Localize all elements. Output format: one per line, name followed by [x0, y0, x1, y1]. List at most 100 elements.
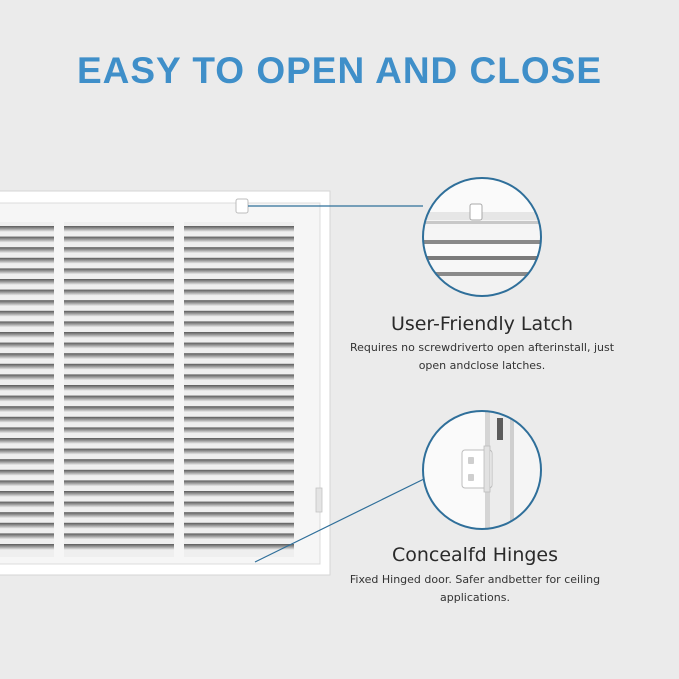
louver-slat	[0, 459, 54, 466]
louver-slat	[0, 512, 54, 519]
frame-hinge	[315, 487, 323, 513]
louver-slat	[64, 268, 174, 275]
louver-slat	[184, 268, 294, 275]
louver-slat	[184, 438, 294, 444]
louver-slat	[0, 257, 54, 264]
latch-feature-description: Requires no screwdriverto open afterinst…	[337, 339, 627, 375]
louver-slat	[0, 363, 54, 370]
louver-slat	[0, 310, 54, 317]
louver-slat	[184, 416, 294, 423]
louver-slat	[0, 438, 54, 444]
louver-slat	[64, 480, 174, 487]
louver-slat	[0, 544, 54, 550]
louver-slat	[64, 438, 174, 444]
louver-slat	[64, 512, 174, 519]
louver-slat	[184, 522, 294, 529]
louver-slat	[184, 342, 294, 349]
hinge-feature-description: Fixed Hinged door. Safer andbetter for c…	[330, 571, 620, 607]
louver-slat	[184, 459, 294, 466]
louver-slats	[0, 226, 294, 550]
louver-slat	[64, 427, 174, 434]
louver-slat	[0, 416, 54, 423]
louver-slat	[0, 448, 54, 455]
latch-closeup	[422, 177, 542, 297]
louver-slat	[184, 491, 294, 497]
louver-slat	[184, 279, 294, 285]
louver-slat	[0, 353, 54, 360]
louver-slat	[64, 406, 174, 413]
louver-slat	[0, 374, 54, 381]
louver-slat	[0, 268, 54, 275]
louver-slat	[184, 257, 294, 264]
latch-tab-icon	[469, 203, 483, 221]
louver-slat	[184, 247, 294, 254]
louver-slat	[0, 533, 54, 540]
louver-slat	[0, 332, 54, 338]
frame-latch	[235, 198, 249, 214]
louver-slat	[184, 448, 294, 455]
louver-slat	[0, 342, 54, 349]
louver-slat	[184, 374, 294, 381]
hinge-connector-line	[254, 477, 427, 563]
louver-slat	[0, 300, 54, 307]
louver-slat	[184, 236, 294, 243]
louver-slat	[184, 427, 294, 434]
louver-slat	[0, 501, 54, 508]
louver-slat	[64, 544, 174, 550]
louver-slat	[184, 480, 294, 487]
louver-slat	[64, 491, 174, 497]
louver-slat	[184, 321, 294, 328]
louver-slat	[64, 533, 174, 540]
louver-slat	[0, 522, 54, 529]
louver-slat	[184, 406, 294, 413]
louver-slat	[184, 363, 294, 370]
louver-slat	[64, 395, 174, 402]
louver-slat	[64, 459, 174, 466]
louver-slat	[64, 257, 174, 264]
hinge-closeup	[422, 410, 542, 530]
louver-slat	[64, 363, 174, 370]
louver-slat	[64, 522, 174, 529]
louver-slat	[64, 501, 174, 508]
louver-slat	[0, 395, 54, 402]
hinge-desc-line-2: applications.	[440, 591, 510, 604]
latch-desc-line-2: open andclose latches.	[418, 359, 546, 372]
louver-slat	[0, 236, 54, 243]
louver-slat	[184, 226, 294, 232]
louver-slat	[0, 385, 54, 391]
louver-slat	[64, 300, 174, 307]
page-headline: EASY TO OPEN AND CLOSE	[76, 50, 603, 91]
louver-slat	[184, 385, 294, 391]
louver-slat	[184, 544, 294, 550]
louver-slat	[184, 289, 294, 296]
louver-slat	[0, 427, 54, 434]
louver-slat	[0, 491, 54, 497]
louver-slat	[184, 501, 294, 508]
louver-slat	[0, 406, 54, 413]
louver-slat	[184, 469, 294, 476]
louver-slat	[64, 279, 174, 285]
louver-slat	[184, 332, 294, 338]
latch-feature-title: User-Friendly Latch	[390, 313, 574, 335]
louver-slat	[64, 448, 174, 455]
hinge-feature-title: Concealfd Hinges	[391, 544, 559, 566]
latch-desc-line-1: Requires no screwdriverto open afterinst…	[349, 341, 615, 354]
louver-slat	[64, 236, 174, 243]
louver-slat	[184, 533, 294, 540]
louver-slat	[64, 374, 174, 381]
louver-slat	[64, 226, 174, 232]
louver-slat	[184, 310, 294, 317]
louver-slat	[0, 279, 54, 285]
louver-slat	[64, 310, 174, 317]
louver-slat	[64, 469, 174, 476]
louver-slat	[64, 416, 174, 423]
louver-slat	[64, 385, 174, 391]
louver-slat	[0, 469, 54, 476]
louver-slat	[184, 395, 294, 402]
louver-slat	[0, 289, 54, 296]
louver-slat	[64, 342, 174, 349]
louver-slat	[0, 226, 54, 232]
louver-slat	[64, 321, 174, 328]
